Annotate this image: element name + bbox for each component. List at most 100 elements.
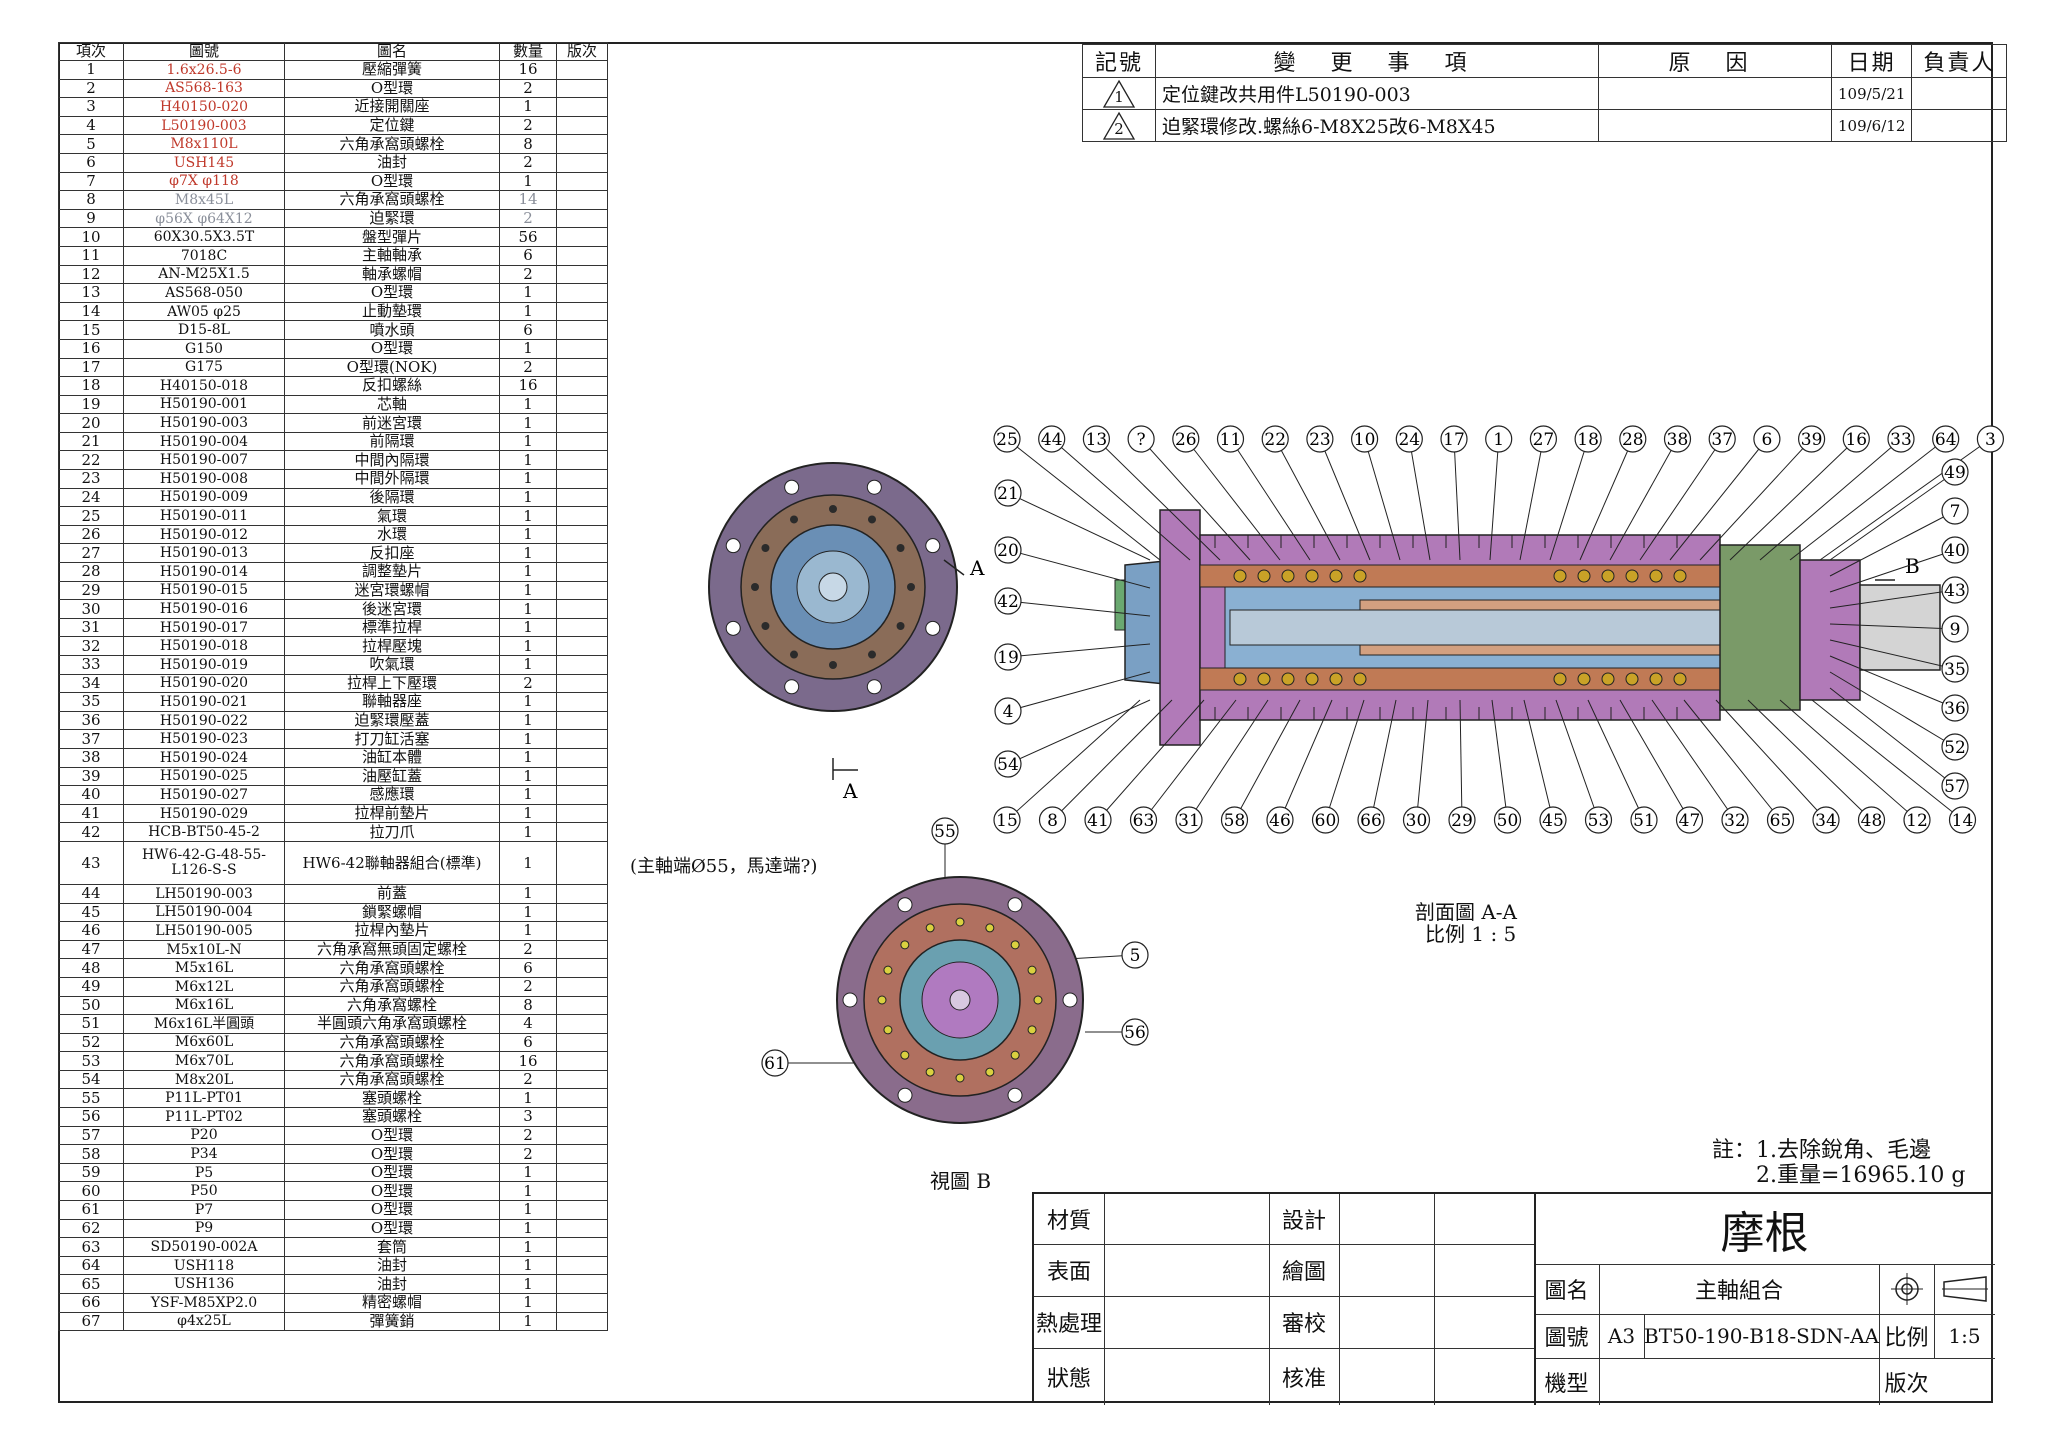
bom-part-name: 拉桿內墊片 (284, 921, 500, 941)
bom-quantity: 16 (499, 60, 557, 80)
bom-item-number: 12 (58, 264, 124, 285)
bom-part-name: O型環 (284, 1162, 500, 1183)
bom-part-name: 六角承窩無頭固定螺栓 (284, 939, 500, 960)
bom-part-number: H50190-007 (123, 450, 285, 471)
bom-part-name: 反扣螺絲 (284, 376, 500, 396)
bom-part-number: H50190-022 (123, 710, 285, 731)
bom-quantity: 2 (499, 208, 557, 229)
bom-part-number: P9 (123, 1218, 285, 1239)
bom-header-part-number: 圖號 (123, 42, 285, 61)
design-label: 設計 (1281, 1209, 1326, 1234)
bom-part-number: H50190-001 (123, 394, 285, 415)
revision-triangle-icon: 1 (1102, 79, 1136, 109)
bom-part-name: 迫緊環壓蓋 (284, 710, 500, 731)
bom-quantity: 8 (499, 995, 557, 1016)
bom-item-number: 10 (58, 227, 124, 247)
bom-revision (556, 729, 608, 749)
bom-quantity: 1 (499, 1255, 557, 1276)
drawing-name-label: 圖名 (1544, 1279, 1589, 1304)
bom-item-number: 48 (58, 958, 124, 978)
bom-part-name: 感應環 (284, 785, 500, 805)
bom-part-name: O型環 (284, 338, 500, 359)
bom-part-number: SD50190-002A (123, 1237, 285, 1257)
bom-revision (556, 902, 608, 923)
bom-part-name: 六角承窩頭螺栓 (284, 1032, 500, 1053)
bom-part-name: 迷宮環螺帽 (284, 580, 500, 601)
bom-quantity: 1 (499, 1162, 557, 1183)
bom-part-name: 拉刀爪 (284, 822, 500, 842)
heat-treatment-label: 熱處理 (1035, 1312, 1102, 1337)
bom-part-name: 六角承窩螺栓 (284, 995, 500, 1016)
bom-part-name: 後隔環 (284, 487, 500, 508)
bom-item-number: 14 (58, 301, 124, 322)
scale-label: 比例 (1884, 1326, 1929, 1351)
bom-quantity: 1 (499, 822, 557, 842)
bom-part-name: 油壓缸蓋 (284, 766, 500, 787)
bom-quantity: 2 (499, 264, 557, 285)
bom-revision (556, 431, 608, 452)
bom-quantity: 2 (499, 976, 557, 997)
bom-part-number: H50190-027 (123, 785, 285, 805)
bom-quantity: 1 (499, 469, 557, 489)
bom-part-name: 彈簧銷 (284, 1311, 500, 1332)
bom-revision (556, 152, 608, 173)
bom-part-number: P11L-PT02 (123, 1107, 285, 1127)
tb-line (1104, 1194, 1105, 1405)
bom-part-name: 前迷宮環 (284, 413, 500, 433)
bom-revision (556, 413, 608, 433)
bom-part-name: 標準拉桿 (284, 617, 500, 638)
bom-revision (556, 1237, 608, 1257)
bom-item-number: 61 (58, 1200, 124, 1220)
bom-quantity: 1 (499, 1293, 557, 1313)
bom-part-name: 塞頭螺栓 (284, 1088, 500, 1109)
bom-quantity: 1 (499, 301, 557, 322)
bom-revision (556, 1144, 608, 1164)
bom-revision (556, 524, 608, 545)
bom-part-name: 後迷宮環 (284, 599, 500, 619)
bom-part-name: O型環 (284, 1218, 500, 1239)
bom-part-name: 盤型彈片 (284, 227, 500, 247)
bom-item-number: 39 (58, 766, 124, 787)
bom-quantity: 1 (499, 171, 557, 192)
bom-part-name: 塞頭螺栓 (284, 1107, 500, 1127)
bom-quantity: 2 (499, 1125, 557, 1146)
bom-revision (556, 115, 608, 136)
drawing-number-label: 圖號 (1544, 1326, 1589, 1351)
tb-line (1534, 1194, 1536, 1405)
approve-label: 核准 (1281, 1366, 1326, 1392)
bom-revision (556, 673, 608, 694)
bom-item-number: 21 (58, 431, 124, 452)
bom-revision (556, 710, 608, 731)
bom-part-name: 前蓋 (284, 883, 500, 904)
revision-mark-number: 1 (1114, 87, 1124, 106)
revision-reason (1598, 77, 1832, 110)
bom-part-name: 調整墊片 (284, 562, 500, 582)
revision-header-change: 變 更 事 項 (1155, 44, 1599, 78)
bom-revision (556, 785, 608, 805)
bom-item-number: 31 (58, 617, 124, 638)
bom-item-number: 32 (58, 636, 124, 656)
revision-header-responsible: 負責人 (1911, 44, 2008, 78)
bom-revision (556, 1311, 608, 1332)
bom-revision (556, 1181, 608, 1202)
bom-part-name: 六角承窩頭螺栓 (284, 958, 500, 978)
drawing-name-value: 主軸組合 (1694, 1279, 1783, 1304)
tb-line (1034, 1244, 1534, 1245)
bom-item-number: 62 (58, 1218, 124, 1239)
bom-item-number: 59 (58, 1162, 124, 1183)
bom-quantity: 1 (499, 921, 557, 941)
bom-part-name: 水環 (284, 524, 500, 545)
bom-quantity: 1 (499, 902, 557, 923)
